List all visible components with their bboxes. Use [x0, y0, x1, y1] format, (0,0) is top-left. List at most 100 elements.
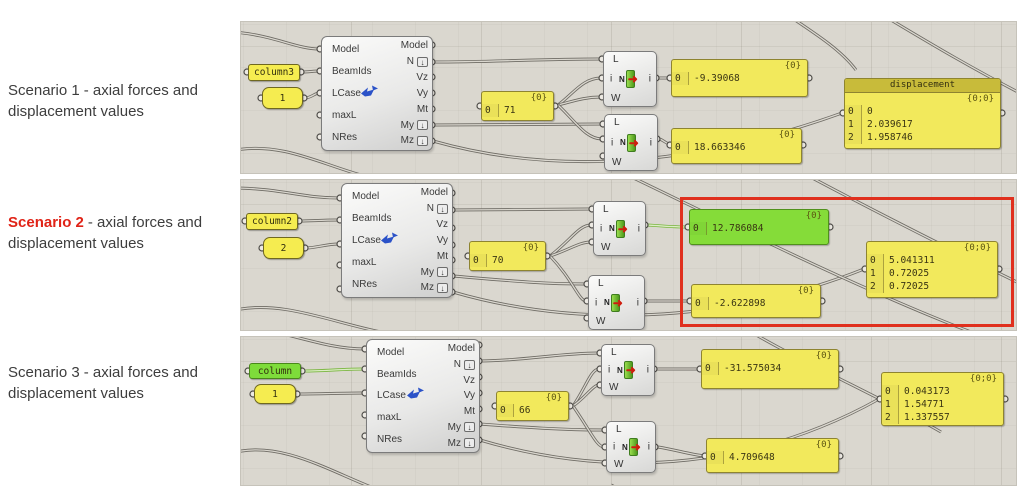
axial-force-panel[interactable]: {0} 0-9.39068: [671, 59, 808, 97]
output-i[interactable]: i: [648, 73, 651, 85]
input-i[interactable]: i: [611, 137, 614, 148]
expand-arrow-icon[interactable]: ↓: [417, 56, 428, 67]
expand-arrow-icon[interactable]: ↓: [464, 438, 475, 449]
beam-id-panel[interactable]: column3: [248, 64, 300, 81]
expand-arrow-icon[interactable]: ↓: [464, 422, 475, 433]
axial-force-panel[interactable]: {0} 0-31.575034: [701, 349, 839, 389]
input-lcase[interactable]: LCase: [352, 234, 381, 246]
input-maxl[interactable]: maxL: [332, 109, 357, 121]
output-n[interactable]: N: [406, 56, 414, 68]
output-model[interactable]: Model: [400, 40, 428, 52]
input-lcase[interactable]: LCase: [332, 87, 361, 99]
list-item-component[interactable]: L i W N➜ i: [606, 421, 656, 473]
beam-forces-component[interactable]: Model BeamIds LCase maxL NRes Model N↓ V…: [321, 36, 433, 151]
output-model[interactable]: Model: [447, 343, 475, 355]
panel-path-label: {0}: [545, 393, 562, 403]
beam-forces-component[interactable]: Model BeamIds LCase maxL NRes Model N↓ V…: [341, 183, 453, 298]
input-w[interactable]: W: [596, 316, 606, 327]
input-w[interactable]: W: [601, 242, 611, 253]
input-l[interactable]: L: [598, 278, 604, 289]
list-item-component[interactable]: L i W N➜ i: [588, 275, 645, 330]
expand-arrow-icon[interactable]: ↓: [464, 359, 475, 370]
input-l[interactable]: L: [614, 117, 620, 128]
input-i[interactable]: i: [608, 364, 611, 376]
output-n[interactable]: N: [426, 203, 434, 215]
input-i[interactable]: i: [610, 73, 613, 85]
output-i[interactable]: i: [647, 441, 650, 453]
output-mz[interactable]: Mz: [420, 282, 434, 294]
expand-arrow-icon[interactable]: ↓: [417, 120, 428, 131]
input-l[interactable]: L: [613, 54, 619, 65]
input-model[interactable]: Model: [352, 191, 380, 203]
expand-arrow-icon[interactable]: ↓: [437, 282, 448, 293]
expand-arrow-icon[interactable]: ↓: [437, 267, 448, 278]
list-item-component[interactable]: L i W N➜ i: [601, 344, 655, 396]
input-maxl[interactable]: maxL: [377, 412, 402, 424]
output-model[interactable]: Model: [420, 187, 448, 199]
beam-id-value: column3: [253, 67, 295, 78]
beam-id-panel[interactable]: column2: [246, 213, 298, 230]
beam-id-panel-selected[interactable]: column: [249, 363, 301, 379]
output-vz[interactable]: Vz: [416, 72, 428, 84]
load-case-panel[interactable]: 1: [254, 384, 296, 404]
output-my[interactable]: My: [420, 266, 434, 278]
output-my[interactable]: My: [400, 119, 414, 131]
input-i[interactable]: i: [613, 441, 616, 453]
expand-arrow-icon[interactable]: ↓: [417, 135, 428, 146]
output-mt[interactable]: Mt: [463, 406, 475, 418]
input-model[interactable]: Model: [332, 44, 360, 56]
input-w[interactable]: W: [614, 459, 624, 470]
output-i[interactable]: i: [649, 137, 652, 148]
input-nres[interactable]: NRes: [332, 131, 358, 143]
input-w[interactable]: W: [609, 382, 619, 393]
input-l[interactable]: L: [611, 347, 617, 358]
input-nres[interactable]: NRes: [352, 278, 378, 290]
input-i[interactable]: i: [600, 223, 603, 234]
output-i[interactable]: i: [637, 223, 640, 234]
axial-force-panel[interactable]: {0} 0-2.622898: [691, 284, 821, 318]
beam-forces-component[interactable]: Model BeamIds LCase maxL NRes Model N↓ V…: [366, 339, 480, 453]
input-model[interactable]: Model: [377, 347, 405, 359]
input-nres[interactable]: NRes: [377, 433, 403, 445]
output-i[interactable]: i: [646, 364, 649, 376]
input-l[interactable]: L: [603, 204, 609, 215]
panel-path-label: {0}: [815, 351, 832, 361]
input-w[interactable]: W: [612, 157, 622, 168]
output-mt[interactable]: Mt: [436, 250, 448, 262]
output-vz[interactable]: Vz: [436, 219, 448, 231]
output-vy[interactable]: Vy: [416, 87, 428, 99]
output-vz[interactable]: Vz: [463, 374, 475, 386]
input-beamids[interactable]: BeamIds: [377, 368, 417, 380]
input-beamids[interactable]: BeamIds: [332, 66, 372, 78]
input-lcase[interactable]: LCase: [377, 390, 406, 402]
list-item-component[interactable]: L i W N➜ i: [603, 51, 657, 107]
list-item-component[interactable]: L i W N➜ i: [604, 114, 658, 171]
input-i[interactable]: i: [595, 297, 598, 308]
expand-arrow-icon[interactable]: ↓: [437, 203, 448, 214]
output-mt[interactable]: Mt: [416, 103, 428, 115]
n-force-icon: N➜: [620, 133, 639, 152]
input-beamids[interactable]: BeamIds: [352, 213, 392, 225]
output-vy[interactable]: Vy: [436, 234, 448, 246]
output-i[interactable]: i: [636, 297, 639, 308]
load-case-panel[interactable]: 2: [263, 237, 304, 259]
input-w[interactable]: W: [611, 93, 621, 104]
list-item-component[interactable]: L i W N➜ i: [593, 201, 646, 256]
output-my[interactable]: My: [447, 421, 461, 433]
input-l[interactable]: L: [616, 424, 622, 435]
output-vy[interactable]: Vy: [463, 390, 475, 402]
output-n[interactable]: N: [453, 359, 461, 371]
output-mz[interactable]: Mz: [447, 437, 461, 449]
load-case-panel[interactable]: 1: [262, 87, 303, 109]
output-mz[interactable]: Mz: [400, 135, 414, 147]
input-maxl[interactable]: maxL: [352, 256, 377, 268]
